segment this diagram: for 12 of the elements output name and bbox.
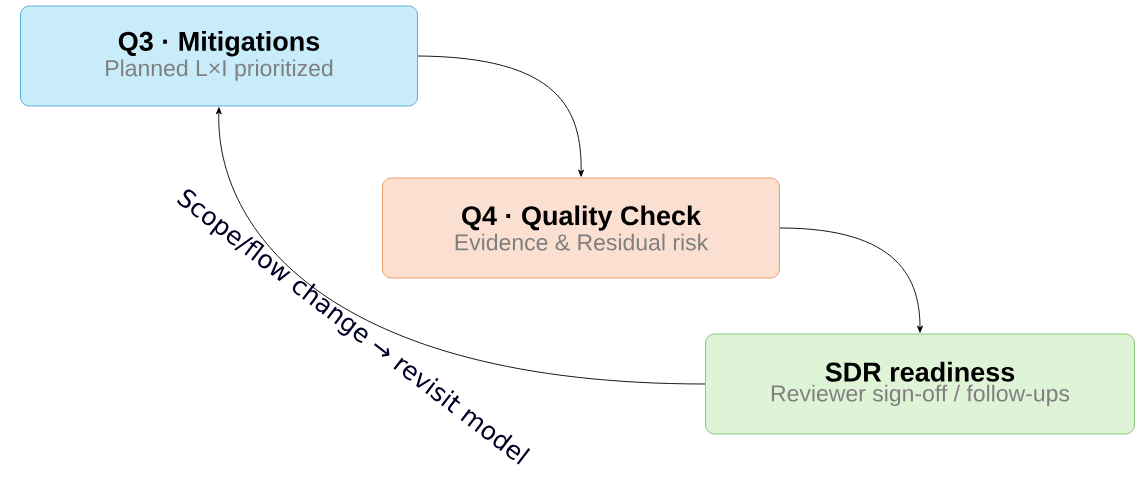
arrow xyxy=(779,227,923,333)
arrow xyxy=(215,107,706,385)
arrow xyxy=(417,55,585,177)
box-title: Q3 · Mitigations xyxy=(118,31,320,57)
box-title: Q4 · Quality Check xyxy=(462,205,702,231)
process-box xyxy=(20,5,418,107)
process-box xyxy=(705,333,1135,435)
process-box xyxy=(382,177,780,279)
box-subtitle: Reviewer sign-off / follow-ups xyxy=(771,384,1070,407)
box-title: SDR readiness xyxy=(825,361,1015,382)
box-subtitle: Evidence & Residual risk xyxy=(455,233,709,251)
box-subtitle: Planned L×I prioritized xyxy=(106,59,333,81)
